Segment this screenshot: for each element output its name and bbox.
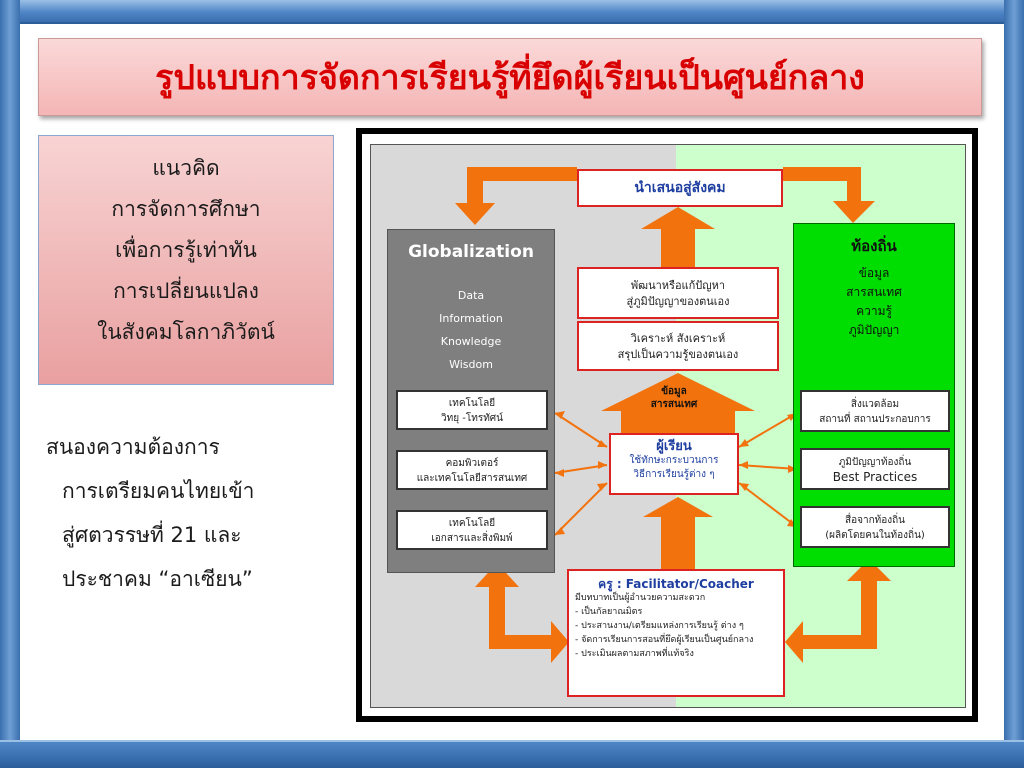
arrowhead: [739, 439, 749, 447]
develop-line: สู่ภูมิปัญญาของตนเอง: [626, 295, 730, 308]
concept-line: การจัดการศึกษา: [111, 197, 261, 221]
analyze-line: สรุปเป็นความรู้ของตนเอง: [617, 348, 739, 361]
tech-radio-tv-box: เทคโนโลยี วิทยุ -โทรทัศน์: [396, 390, 548, 430]
tech-line: เทคโนโลยี: [448, 398, 496, 409]
needs-line: การเตรียมคนไทยเข้า: [62, 479, 255, 503]
local-box: ท้องถิ่น ข้อมูล สารสนเทศ ความรู้ ภูมิปัญ…: [793, 223, 955, 567]
learner-title: ผู้เรียน: [656, 439, 692, 454]
arrowhead: [555, 469, 564, 477]
concept-line: แนวคิด: [152, 156, 220, 180]
teacher-line: - ประเมินผลตามสภาพที่แท้จริง: [575, 649, 694, 659]
link-learner-source3: [738, 482, 798, 528]
local-media-box: สื่อจากท้องถิ่น (ผลิตโดยคนในท้องถิ่น): [800, 506, 950, 548]
local-source-line: ภูมิปัญญาท้องถิ่น: [838, 457, 912, 468]
develop-wisdom-box: พัฒนาหรือแก้ปัญหา สู่ภูมิปัญญาของตนเอง: [577, 267, 779, 319]
analyze-line: วิเคราะห์ สังเคราะห์: [630, 332, 726, 345]
tech-line: เอกสารและสิ่งพิมพ์: [431, 533, 513, 544]
arrow-info-up: [601, 373, 755, 433]
diagram-inner-frame: นำเสนอสู่สังคม พัฒนาหรือแก้ปัญหา สู่ภูมิ…: [362, 134, 972, 716]
arrowhead: [739, 461, 748, 469]
arrow-develop-up: [641, 207, 715, 267]
link-learner-source1: [738, 412, 798, 448]
slide-title-box: รูปแบบการจัดการเรียนรู้ที่ยึดผู้เรียนเป็…: [38, 38, 982, 116]
needs-line: สู่ศตวรรษที่ 21 และ: [62, 523, 242, 547]
concept-line: การเปลี่ยนแปลง: [113, 279, 259, 303]
learning-model-diagram: นำเสนอสู่สังคม พัฒนาหรือแก้ปัญหา สู่ภูมิ…: [356, 128, 978, 722]
arrowhead: [598, 461, 607, 469]
arrowhead: [555, 411, 565, 419]
local-source-line: (ผลิตโดยคนในท้องถิ่น): [825, 530, 925, 541]
arrow-teacher-up: [643, 497, 713, 569]
arrowhead: [788, 465, 797, 473]
local-wisdom-box: ภูมิปัญญาท้องถิ่น Best Practices: [800, 448, 950, 490]
diagram-canvas: นำเสนอสู่สังคม พัฒนาหรือแก้ปัญหา สู่ภูมิ…: [370, 144, 966, 708]
local-source-line: สถานที่ สถานประกอบการ: [819, 414, 931, 425]
local-item-text: สารสนเทศ: [846, 285, 902, 299]
globalization-box: Globalization Data Information Knowledge…: [387, 229, 555, 573]
link-tech3-learner: [554, 482, 608, 536]
local-item-text: ภูมิปัญญา: [848, 323, 900, 337]
tech-line: คอมพิวเตอร์: [445, 458, 499, 469]
info-arrow-line: ข้อมูล: [661, 386, 687, 397]
learner-line: วิธีการเรียนรู้ต่าง ๆ: [633, 469, 715, 480]
arrowhead: [597, 483, 607, 491]
tech-print-box: เทคโนโลยี เอกสารและสิ่งพิมพ์: [396, 510, 548, 550]
needs-line: ประชาคม “อาเซียน”: [62, 567, 253, 591]
analyze-synthesize-box: วิเคราะห์ สังเคราะห์ สรุปเป็นความรู้ของต…: [577, 321, 779, 371]
globalization-title: Globalization: [408, 242, 534, 262]
globalization-item: Knowledge: [440, 335, 502, 348]
globalization-item: Information: [439, 312, 503, 325]
concept-line: เพื่อการรู้เท่าทัน: [115, 238, 257, 262]
local-item-text: ข้อมูล: [858, 266, 890, 280]
slide-frame-top: [0, 0, 1024, 24]
arrow-global-to-teacher: [475, 563, 569, 663]
teacher-box: ครู : Facilitator/Coacher มีบทบาทเป็นผู้…: [567, 569, 785, 697]
local-environment-box: สิ่งแวดล้อม สถานที่ สถานประกอบการ: [800, 390, 950, 432]
slide-frame-bottom: [0, 740, 1024, 768]
tech-line: และเทคโนโลยีสารสนเทศ: [416, 473, 528, 484]
local-source-line: สื่อจากท้องถิ่น: [844, 515, 905, 526]
slide-frame-left: [0, 0, 20, 768]
present-label: นำเสนอสู่สังคม: [634, 180, 726, 196]
local-source-line: Best Practices: [832, 470, 918, 484]
slide-title: รูปแบบการจัดการเรียนรู้ที่ยึดผู้เรียนเป็…: [155, 58, 865, 98]
info-arrow-line: สารสนเทศ: [650, 399, 698, 410]
arrow-present-to-global: [455, 167, 577, 225]
needs-text: สนองความต้องการ การเตรียมคนไทยเข้า สู่ศต…: [46, 425, 336, 601]
local-source-line: สิ่งแวดล้อม: [850, 399, 900, 410]
globalization-item: Wisdom: [449, 358, 493, 371]
teacher-line: - ประสานงาน/เตรียมแหล่งการเรียนรู้ ต่าง …: [575, 621, 744, 631]
tech-line: วิทยุ -โทรทัศน์: [441, 413, 503, 424]
arrowhead: [739, 483, 749, 491]
arrow-local-to-teacher: [785, 559, 891, 663]
link-tech1-learner: [554, 412, 608, 448]
teacher-title: ครู : Facilitator/Coacher: [598, 577, 754, 591]
link-learner-source2: [738, 464, 798, 470]
slide-frame-right: [1004, 0, 1024, 768]
globalization-item: Data: [457, 289, 485, 302]
local-title: ท้องถิ่น: [851, 237, 897, 255]
develop-line: พัฒนาหรือแก้ปัญหา: [630, 279, 726, 292]
present-to-society-box: นำเสนอสู่สังคม: [577, 169, 783, 207]
local-list: ข้อมูล สารสนเทศ ความรู้ ภูมิปัญญา: [794, 264, 954, 340]
arrowhead: [555, 527, 565, 535]
arrow-present-to-local: [783, 167, 875, 223]
local-item-text: ความรู้: [856, 304, 892, 318]
concept-box: แนวคิด การจัดการศึกษา เพื่อการรู้เท่าทัน…: [38, 135, 334, 385]
concept-line: ในสังคมโลกาภิวัตน์: [97, 320, 275, 344]
learner-line: ใช้ทักษะกระบวนการ: [629, 455, 719, 466]
diagram-arrows: [455, 167, 891, 663]
teacher-line: - เป็นกัลยาณมิตร: [575, 607, 643, 617]
arrowhead: [597, 440, 607, 447]
teacher-line: มีบทบาทเป็นผู้อำนวยความสะดวก: [575, 593, 706, 603]
globalization-list: Data Information Knowledge Wisdom: [388, 284, 554, 376]
teacher-line: - จัดการเรียนการสอนที่ยึดผู้เรียนเป็นศูน…: [575, 635, 754, 645]
learner-box: ผู้เรียน ใช้ทักษะกระบวนการ วิธีการเรียนร…: [609, 433, 739, 495]
info-arrow-label: ข้อมูล สารสนเทศ: [609, 385, 739, 411]
needs-line: สนองความต้องการ: [46, 435, 220, 459]
tech-line: เทคโนโลยี: [448, 518, 496, 529]
tech-computer-it-box: คอมพิวเตอร์ และเทคโนโลยีสารสนเทศ: [396, 450, 548, 490]
